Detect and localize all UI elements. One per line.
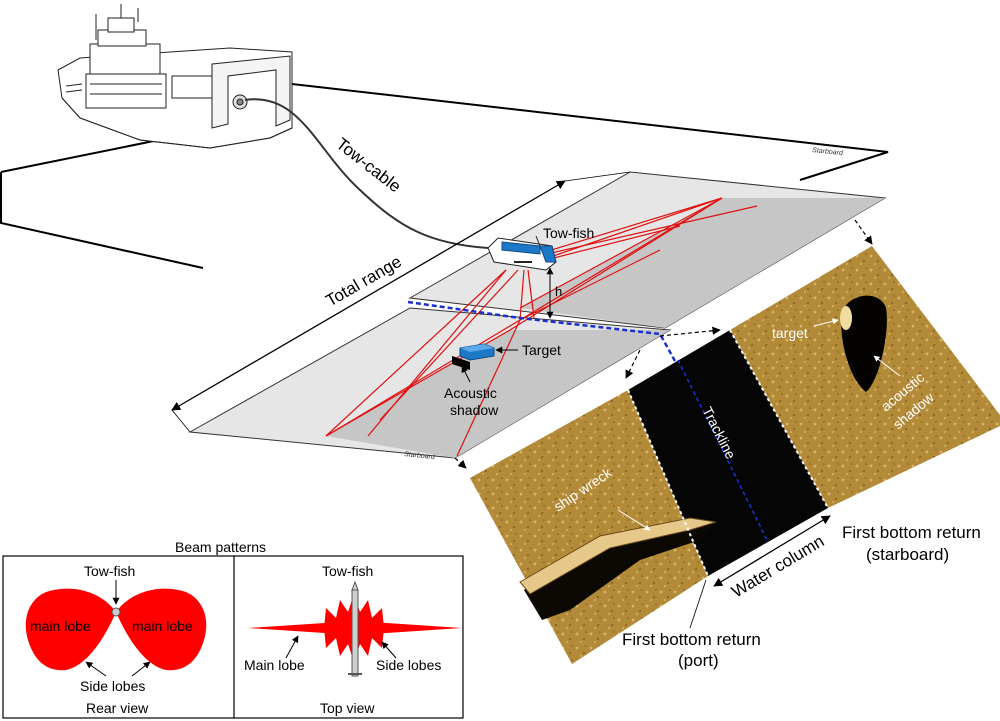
total-range-arrow (171, 180, 566, 411)
top-tow-fish-label: Tow-fish (322, 563, 373, 579)
top-main-lobe-label: Main lobe (244, 657, 305, 673)
sonar-target-bright (840, 306, 852, 330)
rear-main-lobe-left-label: main lobe (30, 618, 91, 634)
beam-patterns-title: Beam patterns (175, 539, 266, 555)
beam-patterns-inset: Beam patterns Tow-fish main lobe main lo… (2, 539, 464, 719)
water-column-strip (628, 330, 828, 576)
target-label: Target (522, 342, 561, 358)
acoustic-shadow-label-2: shadow (450, 402, 499, 418)
first-return-starboard-label-2: (starboard) (866, 545, 949, 564)
acoustic-shadow-label-1: Acoustic (444, 385, 497, 401)
top-view-panel: Tow-fish Main lobe Side lobes Top view (244, 563, 462, 716)
wreck-shadow (524, 522, 716, 620)
rear-view-caption: Rear view (86, 700, 149, 716)
rear-main-lobe-right (116, 588, 207, 671)
rear-side-lobes-label: Side lobes (80, 678, 145, 694)
survey-ship (57, 4, 293, 149)
rear-main-lobe-left (25, 588, 116, 671)
tow-fish-label: Tow-fish (543, 225, 594, 241)
rear-main-lobe-right-label: main lobe (132, 618, 193, 634)
sonar-target-label: target (772, 325, 808, 341)
port-sonar-strip (470, 390, 708, 664)
first-return-port-label-1: First bottom return (622, 630, 761, 649)
wreck-hull (519, 517, 717, 595)
tow-fish (487, 235, 557, 271)
tow-cable-label: Tow-cable (333, 134, 405, 196)
rear-view-panel: Tow-fish main lobe main lobe Side lobes … (25, 563, 207, 716)
shadow-pointer (461, 365, 471, 383)
first-return-port-label-2: (port) (678, 651, 719, 670)
surface-tag: Starboard (812, 147, 844, 157)
water-column-arrow (713, 515, 831, 587)
top-view-caption: Top view (320, 700, 375, 716)
top-side-lobes-label: Side lobes (376, 657, 441, 673)
connector-arrows (454, 219, 873, 469)
altitude-label: h (555, 284, 562, 299)
first-return-starboard-label-1: First bottom return (842, 523, 981, 542)
rear-tow-fish-label: Tow-fish (84, 563, 135, 579)
sonar-image (470, 246, 1000, 664)
sonar-shadow (841, 295, 887, 392)
port-tag: Starboard (404, 451, 436, 461)
